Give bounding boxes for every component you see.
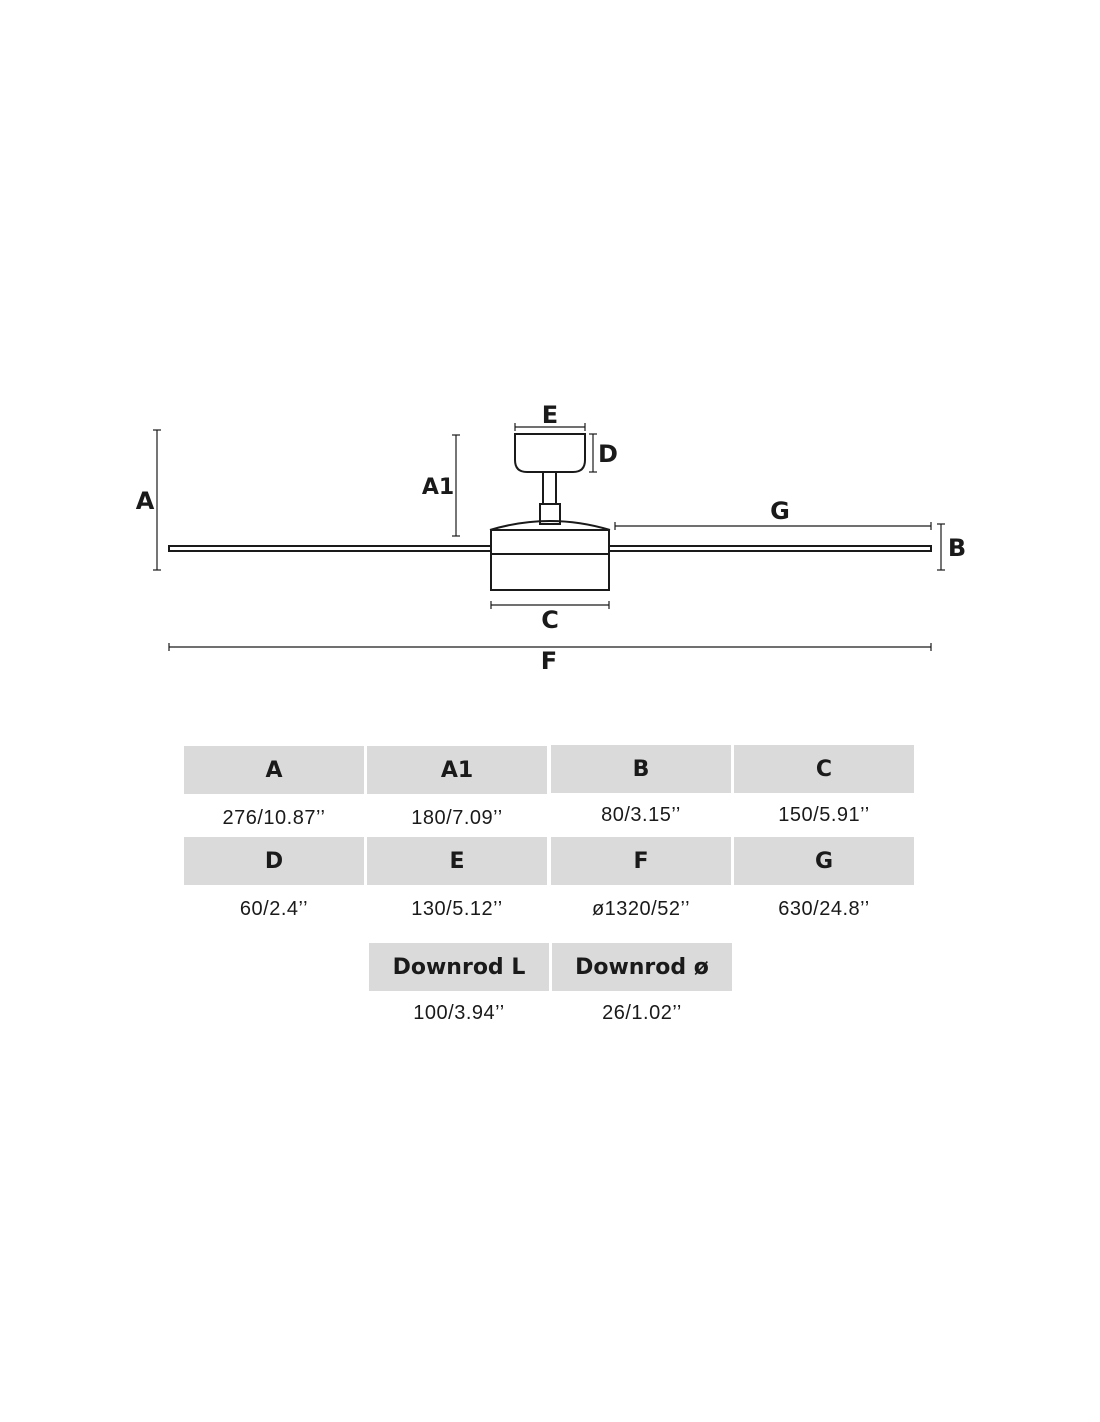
header-cell: Downrod L [369, 943, 549, 991]
label-c: C [541, 606, 559, 634]
downrod-shape [542, 471, 557, 505]
dimension-line-f [168, 643, 932, 651]
label-e: E [542, 401, 558, 429]
header-cell: A [184, 746, 364, 794]
value-cell: 150/5.91’’ [778, 803, 870, 826]
value-cell: 130/5.12’’ [411, 897, 503, 920]
canopy-shape [514, 433, 586, 473]
label-a: A [136, 487, 155, 515]
dimension-line-e [514, 423, 586, 431]
left-blade-shape [168, 545, 492, 552]
header-cell: Downrod ø [552, 943, 732, 991]
motor-cap-shape [489, 520, 611, 531]
ceiling-fan-dimension-diagram: A A1 E D G B C F [136, 401, 966, 675]
dimension-line-d [589, 433, 597, 473]
coupler-shape [539, 503, 561, 525]
header-cell: G [734, 837, 914, 885]
dimension-line-a [153, 429, 161, 571]
label-d: D [598, 440, 618, 468]
dimension-line-a1 [452, 434, 460, 537]
header-cell: B [551, 745, 731, 793]
value-cell: 60/2.4’’ [239, 897, 309, 920]
dimension-line-g [614, 522, 932, 530]
label-b: B [948, 534, 966, 562]
value-cell: 180/7.09’’ [411, 806, 503, 829]
header-cell: F [551, 837, 731, 885]
label-g: G [770, 497, 790, 525]
header-cell: C [734, 745, 914, 793]
value-cell: 80/3.15’’ [601, 803, 681, 826]
value-cell: 276/10.87’’ [222, 806, 326, 829]
label-f: F [541, 647, 557, 675]
value-cell: ø1320/52’’ [591, 897, 691, 920]
dimension-line-c [490, 601, 610, 609]
header-cell: D [184, 837, 364, 885]
value-cell: 630/24.8’’ [778, 897, 870, 920]
header-cell: E [367, 837, 547, 885]
motor-housing-shape [490, 529, 610, 591]
value-cell: 26/1.02’’ [602, 1001, 682, 1024]
header-cell: A1 [367, 746, 547, 794]
right-blade-shape [608, 545, 932, 552]
label-a1: A1 [422, 475, 454, 500]
value-cell: 100/3.94’’ [413, 1001, 505, 1024]
dimension-line-b [937, 523, 945, 571]
